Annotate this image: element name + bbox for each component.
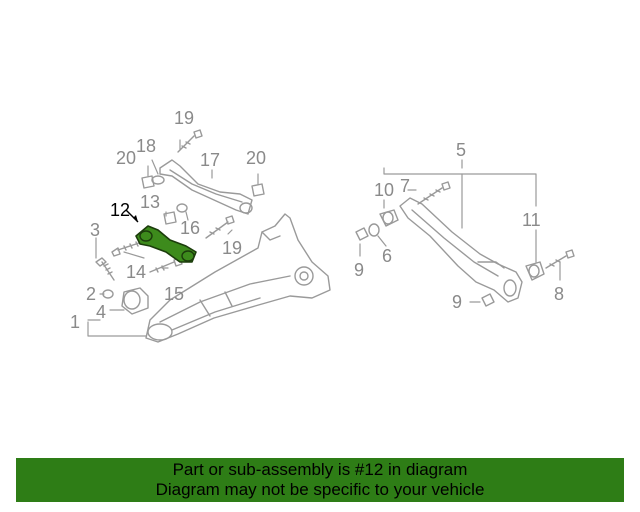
callout-19-lower: 19 <box>222 238 242 258</box>
parts-diagram: 1 2 3 4 5 6 7 8 9 9 10 11 12 13 14 15 16… <box>70 108 575 343</box>
callout-3: 3 <box>90 220 100 240</box>
bolt-part-8 <box>545 249 575 269</box>
callout-13: 13 <box>140 192 160 212</box>
callout-17: 17 <box>200 150 220 170</box>
bolt-part-3 <box>95 257 115 281</box>
nut-part-20-left <box>141 175 155 189</box>
callout-11: 11 <box>522 210 541 230</box>
bolt-part-19-top <box>177 129 203 153</box>
callout-4: 4 <box>96 302 106 322</box>
callout-8: 8 <box>554 284 564 304</box>
nut-part-9-lower <box>481 293 495 307</box>
caption-line-1: Part or sub-assembly is #12 in diagram <box>172 460 468 479</box>
callout-14: 14 <box>126 262 146 282</box>
callout-7: 7 <box>400 176 410 196</box>
nut-part-20-right <box>251 183 265 197</box>
washer-part-16 <box>176 203 188 213</box>
washer-part-6 <box>368 223 380 237</box>
caption-banner: Part or sub-assembly is #12 in diagram D… <box>16 458 624 502</box>
leader-lines <box>87 139 561 337</box>
bolt-part-7 <box>417 181 451 205</box>
callout-20-left: 20 <box>116 148 136 168</box>
bushing-part-4 <box>121 287 149 315</box>
lower-control-arm-part-5 <box>399 197 523 303</box>
callout-12: 12 <box>110 200 130 220</box>
callout-9-upper: 9 <box>354 260 364 280</box>
bushing-part-11 <box>525 261 545 281</box>
nut-part-9-upper <box>355 227 369 241</box>
washer-part-18 <box>151 175 165 185</box>
callout-5: 5 <box>456 140 466 160</box>
callout-2: 2 <box>86 284 96 304</box>
nut-part-13 <box>163 211 177 225</box>
callout-16: 16 <box>180 218 200 238</box>
upper-control-arm-part-17 <box>159 159 253 215</box>
caption-line-2: Diagram may not be specific to your vehi… <box>155 480 485 499</box>
highlighted-link-part-12 <box>125 209 197 263</box>
bolt-part-19-lower <box>205 215 235 239</box>
callout-numbers: 1 2 3 4 5 6 7 8 9 9 10 11 12 13 14 15 16… <box>70 108 564 332</box>
callout-1: 1 <box>70 312 80 332</box>
rear-knuckle-arm <box>145 213 331 343</box>
callout-6: 6 <box>382 246 392 266</box>
callout-10: 10 <box>374 180 394 200</box>
callout-20-right: 20 <box>246 148 266 168</box>
bushing-part-10 <box>379 209 399 227</box>
callout-15: 15 <box>164 284 184 304</box>
callout-9-lower: 9 <box>452 292 462 312</box>
callout-18: 18 <box>136 136 156 156</box>
callout-19-top: 19 <box>174 108 194 128</box>
